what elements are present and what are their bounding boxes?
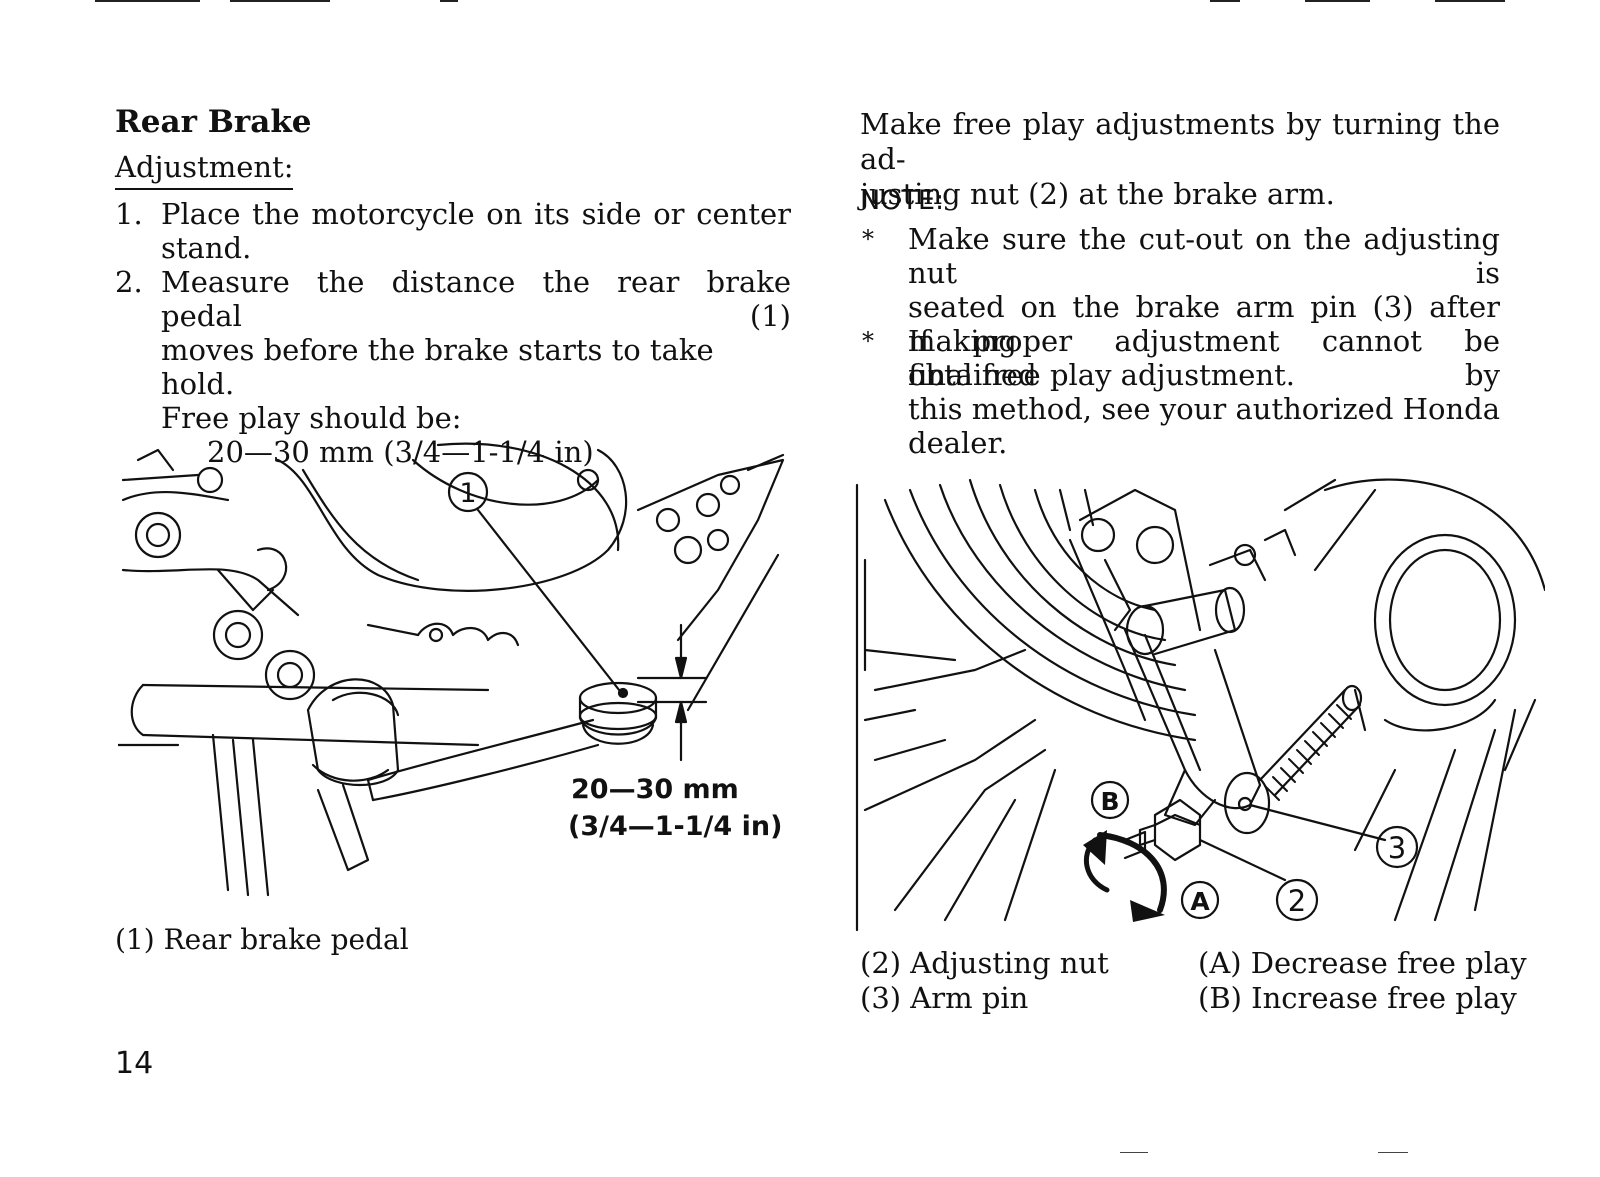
caption-arm-pin: (3) Arm pin	[860, 981, 1029, 1015]
bullet-line: Make sure the cut-out on the adjusting n…	[908, 222, 1500, 290]
brake-arm-adjustment-figure: B A 2 3	[855, 478, 1545, 932]
intro-line: Make free play adjustments by turning th…	[860, 107, 1500, 176]
step-number: 1.	[115, 197, 143, 231]
caption-decrease-free-play: (A) Decrease free play	[1198, 946, 1527, 980]
step-text-line: Free play should be:	[161, 401, 462, 435]
intro-line: justing nut (2) at the brake arm.	[860, 177, 1335, 211]
bullet-line: If proper adjustment cannot be obtained …	[908, 324, 1500, 392]
bullet-marker: *	[862, 327, 874, 355]
step-text-line: Measure the distance the rear brake peda…	[161, 265, 791, 333]
bullet-line: final free play adjustment.	[908, 358, 1295, 392]
section-title: Rear Brake	[115, 104, 312, 140]
scan-edge-mark	[95, 0, 200, 2]
scan-edge-mark	[1378, 1152, 1408, 1153]
scan-edge-mark	[230, 0, 330, 2]
left-figure-caption: (1) Rear brake pedal	[115, 923, 409, 956]
dimension-label-mm: 20—30 mm	[571, 774, 739, 805]
rear-brake-pedal-figure: 1 20—30 mm (3/4—1-1/4 in)	[118, 442, 785, 897]
scan-edge-mark	[1305, 0, 1370, 2]
step-text-line: moves before the brake starts to take ho…	[161, 333, 714, 401]
callout-3: 3	[1388, 831, 1406, 865]
subheading: Adjustment:	[115, 150, 294, 190]
scan-edge-mark	[1210, 0, 1240, 2]
bullet-marker: *	[862, 225, 874, 253]
dimension-label-in: (3/4—1-1/4 in)	[568, 811, 782, 842]
callout-1: 1	[459, 478, 476, 509]
caption-adjusting-nut: (2) Adjusting nut	[860, 946, 1109, 980]
right-intro: Make free play adjustments by turning th…	[860, 107, 1500, 212]
note-label: NOTE:	[860, 185, 945, 216]
caption-increase-free-play: (B) Increase free play	[1198, 981, 1517, 1015]
scan-edge-mark	[1120, 1152, 1148, 1153]
step-text-line: stand.	[161, 231, 252, 265]
bullet-line: seated on the brake arm pin (3) after ma…	[908, 290, 1500, 358]
callout-a: A	[1190, 887, 1210, 916]
step-number: 2.	[115, 265, 143, 299]
bullet-line: dealer.	[908, 426, 1008, 460]
page-number: 14	[115, 1046, 154, 1081]
step-text-line: Place the motorcycle on its side or cent…	[161, 197, 791, 231]
scan-edge-mark	[440, 0, 458, 2]
callout-2: 2	[1288, 884, 1306, 918]
bullet-line: this method, see your authorized Honda	[908, 392, 1500, 426]
callout-b: B	[1100, 787, 1119, 816]
scan-edge-mark	[1435, 0, 1505, 2]
